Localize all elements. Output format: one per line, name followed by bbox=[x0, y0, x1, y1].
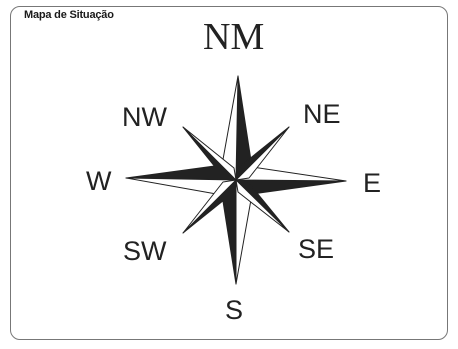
label-west: W bbox=[86, 168, 111, 195]
label-east: E bbox=[363, 170, 381, 197]
label-north: NM bbox=[203, 18, 264, 56]
label-southeast: SE bbox=[298, 236, 334, 263]
label-southwest: SW bbox=[123, 238, 167, 265]
label-northwest: NW bbox=[122, 104, 167, 131]
label-south: S bbox=[225, 297, 243, 324]
label-northeast: NE bbox=[303, 101, 341, 128]
